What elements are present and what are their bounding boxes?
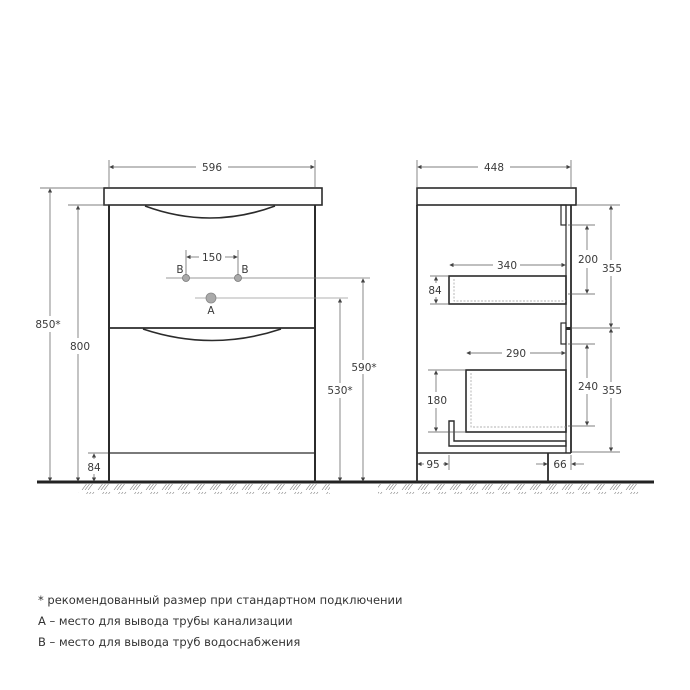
- dim-upper-drawer-depth: 340: [497, 260, 517, 272]
- dim-water-height: 590*: [351, 362, 376, 374]
- side-dimensions: 448 340 84 200 355 290 180 240 355 95 66: [416, 160, 622, 471]
- lower-drawer: [465, 369, 567, 433]
- dim-upper-section: 355: [602, 263, 622, 275]
- dim-lower-front: 240: [578, 381, 598, 393]
- countertop: [103, 187, 323, 206]
- dim-depth: 448: [484, 162, 504, 174]
- drawer-handle-curve: [142, 328, 282, 342]
- note-a-drain: А – место для вывода трубы канализации: [38, 614, 293, 628]
- lower-handle: [560, 322, 567, 345]
- front-dimensions: 596 850* 800 84 150 B B A 530* 590*: [35, 160, 377, 482]
- note-recommended: * рекомендованный размер при стандартном…: [38, 593, 403, 607]
- lower-drawer-outer: [448, 420, 567, 447]
- upper-drawer: [448, 275, 567, 305]
- label-b-left: B: [176, 264, 183, 276]
- dim-front-offset: 66: [553, 459, 567, 471]
- dim-pipe-spacing: 150: [202, 252, 222, 264]
- dim-width: 596: [202, 162, 222, 174]
- dim-upper-front: 200: [578, 254, 598, 266]
- dim-total-height: 850*: [35, 319, 60, 331]
- front-view: [103, 187, 323, 482]
- side-countertop: [416, 187, 577, 206]
- dim-cabinet-height: 800: [70, 341, 90, 353]
- dim-lower-drawer-depth: 290: [506, 348, 526, 360]
- dim-plinth: 84: [87, 462, 101, 474]
- upper-handle: [560, 204, 567, 226]
- dim-lower-drawer-height: 180: [427, 395, 447, 407]
- floor: [37, 480, 654, 494]
- side-view: [416, 187, 577, 482]
- label-b-right: B: [241, 264, 248, 276]
- dim-rear-offset: 95: [426, 459, 439, 471]
- dim-upper-drawer-height: 84: [428, 285, 442, 297]
- pipe-a: [205, 292, 217, 304]
- dim-drain-height: 530*: [327, 385, 352, 397]
- notes: * рекомендованный размер при стандартном…: [38, 590, 403, 653]
- label-a: A: [207, 305, 215, 317]
- pipe-markers: [166, 274, 370, 304]
- note-b-water: В – место для вывода труб водоснабжения: [38, 635, 301, 649]
- dim-lower-section: 355: [602, 385, 622, 397]
- basin-curve: [144, 205, 276, 219]
